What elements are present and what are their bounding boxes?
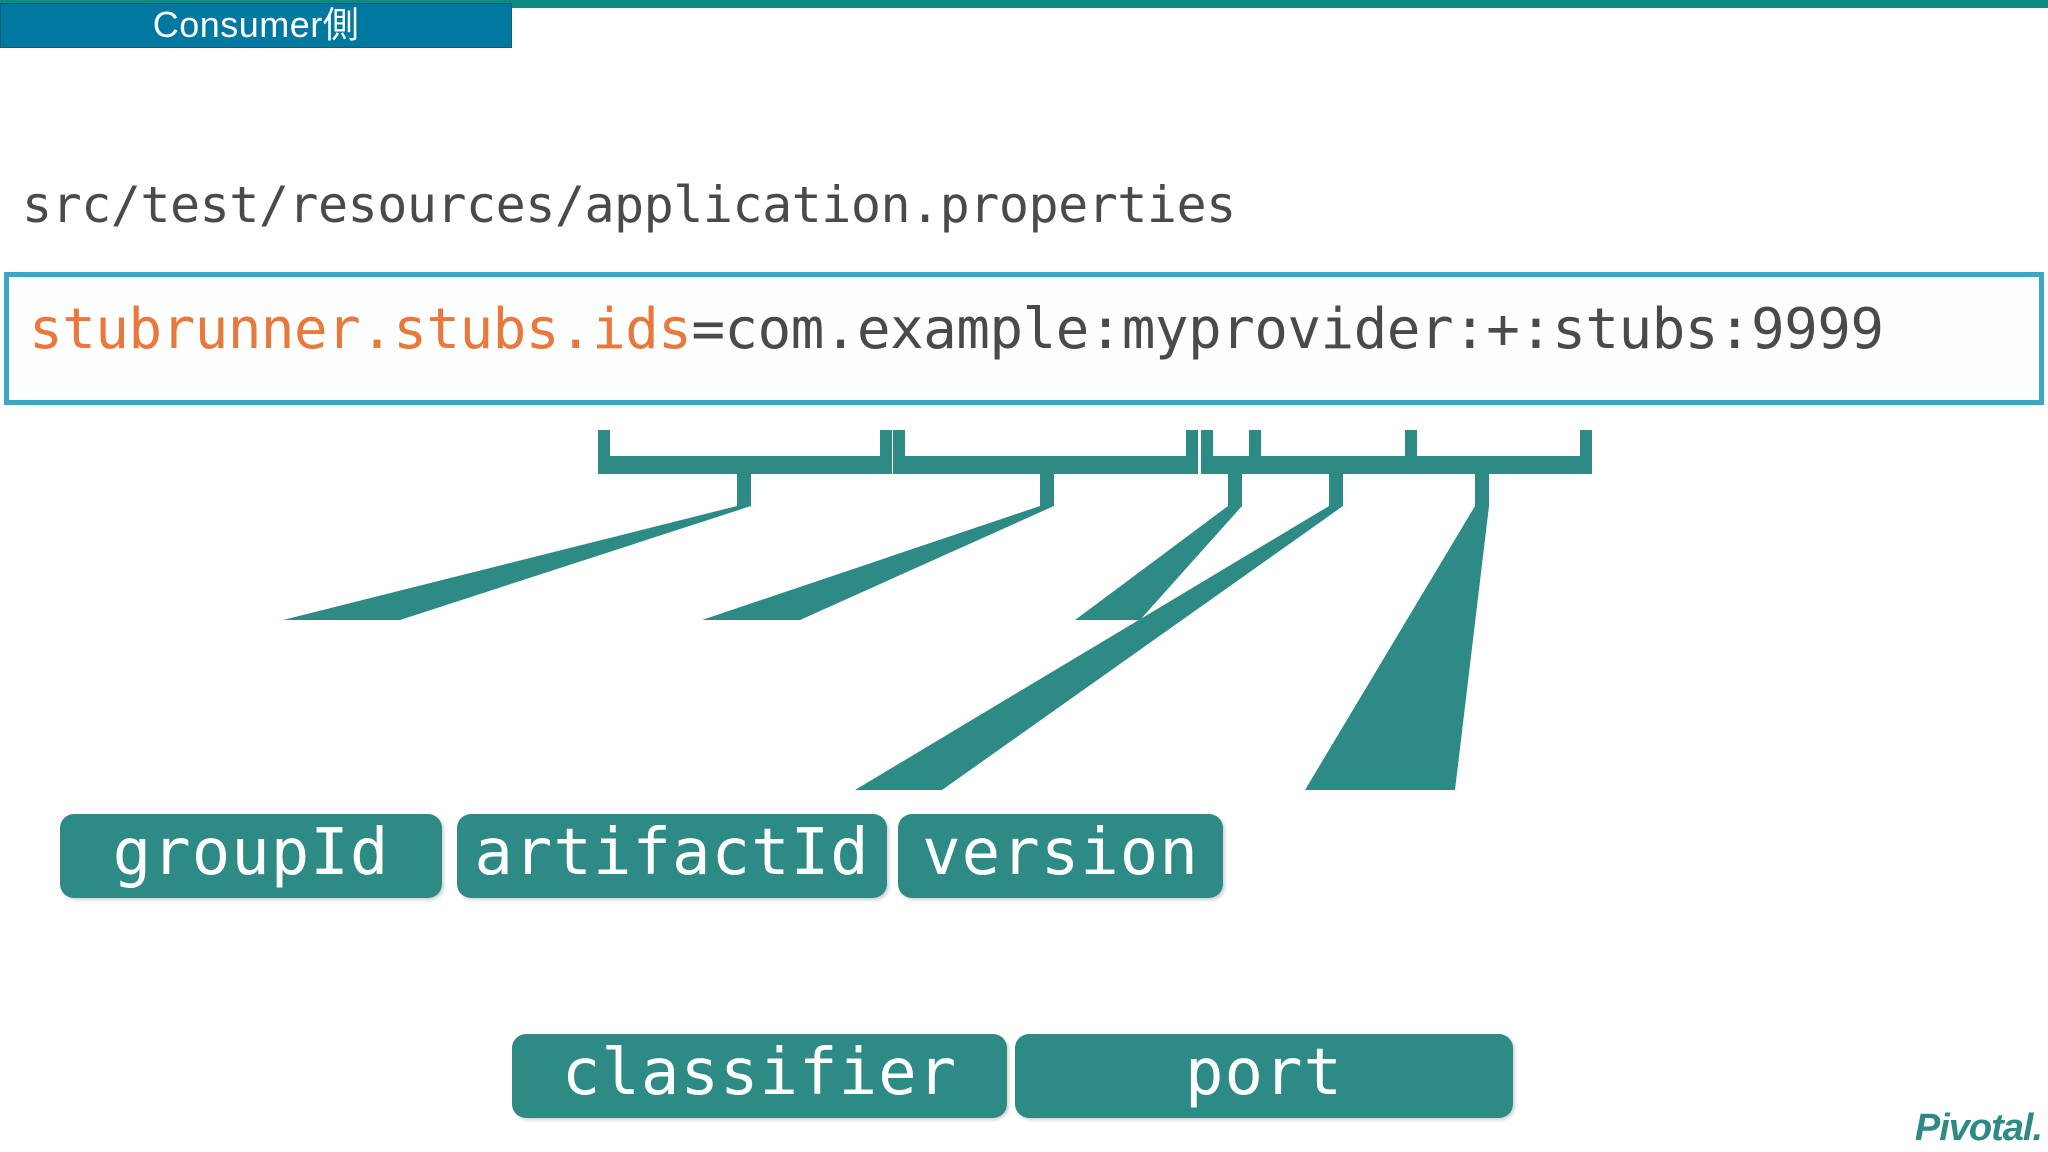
callout-artifactId-label: artifactId bbox=[474, 816, 870, 890]
section-header-label: Consumer側 bbox=[152, 3, 360, 45]
code-property-value: =com.example:myprovider:+:stubs:9999 bbox=[691, 297, 1884, 362]
callout-artifactId[interactable]: artifactId bbox=[457, 814, 887, 898]
callout-version[interactable]: version bbox=[898, 814, 1223, 898]
callout-groupId[interactable]: groupId bbox=[60, 814, 442, 898]
callout-classifier-label: classifier bbox=[561, 1036, 958, 1110]
top-accent-strip bbox=[0, 0, 2048, 8]
file-path-caption: src/test/resources/application.propertie… bbox=[22, 176, 1236, 234]
code-line: stubrunner.stubs.ids=com.example:myprovi… bbox=[29, 297, 1884, 362]
callout-classifier[interactable]: classifier bbox=[512, 1034, 1007, 1118]
callout-groupId-label: groupId bbox=[112, 816, 390, 890]
pivotal-logo: Pivotal. bbox=[1914, 1107, 2043, 1149]
callout-port-label: port bbox=[1184, 1036, 1344, 1110]
section-header-tab: Consumer側 bbox=[0, 3, 512, 48]
callout-version-label: version bbox=[922, 816, 1199, 890]
code-snippet-box: stubrunner.stubs.ids=com.example:myprovi… bbox=[4, 272, 2044, 405]
callout-port[interactable]: port bbox=[1015, 1034, 1513, 1118]
code-property-key: stubrunner.stubs.ids bbox=[29, 297, 692, 362]
